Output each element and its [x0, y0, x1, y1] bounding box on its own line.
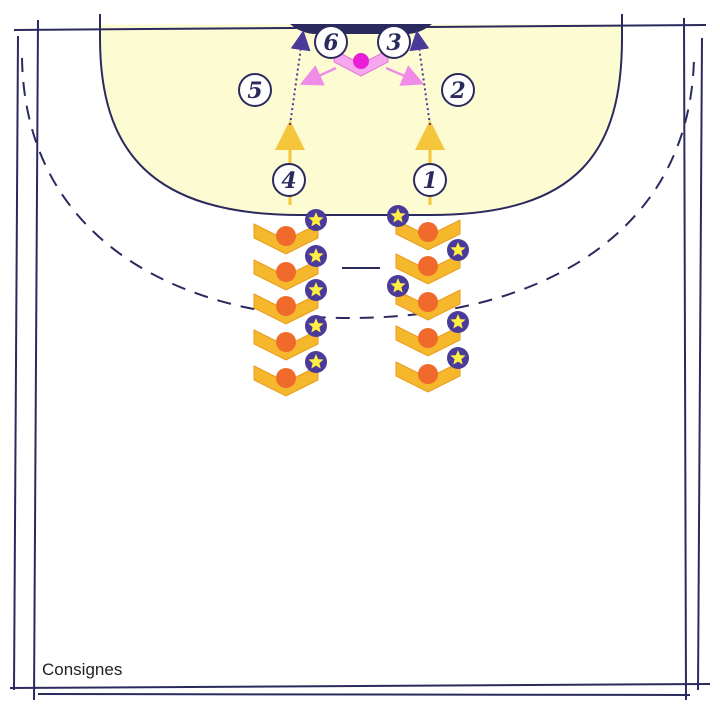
court-lines	[9, 14, 711, 701]
player-icon	[253, 279, 327, 325]
star-icon	[447, 239, 469, 261]
player-icon	[253, 315, 327, 361]
step-label-4: 4	[272, 163, 306, 197]
step-labels: 1 2 3 4 5 6	[238, 25, 475, 197]
star-icon	[305, 315, 327, 337]
svg-text:2: 2	[449, 78, 465, 104]
ball-icon	[418, 328, 438, 348]
step-label-2: 2	[441, 73, 475, 107]
player-icon	[387, 275, 461, 321]
star-icon	[447, 347, 469, 369]
caption: Consignes	[42, 660, 123, 679]
shot-arrows	[289, 30, 431, 126]
player-icon	[253, 351, 327, 397]
ball-icon	[276, 296, 296, 316]
ball-icon	[418, 256, 438, 276]
step-label-3: 3	[377, 25, 411, 59]
player-icon	[395, 347, 469, 393]
svg-text:6: 6	[323, 30, 338, 56]
step-label-6: 6	[314, 25, 348, 59]
player-icon	[395, 311, 469, 357]
svg-text:5: 5	[247, 78, 262, 104]
star-icon	[305, 245, 327, 267]
svg-text:3: 3	[386, 30, 401, 56]
star-icon	[305, 209, 327, 231]
ball-icon	[418, 364, 438, 384]
svg-text:1: 1	[422, 168, 437, 194]
goalkeeper-icon	[333, 49, 389, 77]
ball-icon	[276, 226, 296, 246]
star-icon	[447, 311, 469, 333]
ball-icon	[276, 262, 296, 282]
goalkeeper-move-arrows	[299, 65, 425, 86]
goal-icon	[290, 24, 432, 34]
player-rows	[253, 205, 469, 397]
player-icon	[253, 209, 327, 255]
player-icon	[387, 205, 461, 251]
svg-text:4: 4	[281, 168, 296, 194]
star-icon	[305, 279, 327, 301]
ball-icon	[418, 222, 438, 242]
ball-icon	[276, 332, 296, 352]
step-label-5: 5	[238, 73, 272, 107]
star-icon	[387, 205, 409, 227]
player-icon	[253, 245, 327, 291]
star-icon	[305, 351, 327, 373]
star-icon	[387, 275, 409, 297]
step-label-1: 1	[413, 163, 447, 197]
ball-icon	[276, 368, 296, 388]
free-throw-line	[21, 57, 695, 320]
player-icon	[395, 239, 469, 285]
goal-area	[99, 25, 623, 216]
ball-icon	[418, 292, 438, 312]
